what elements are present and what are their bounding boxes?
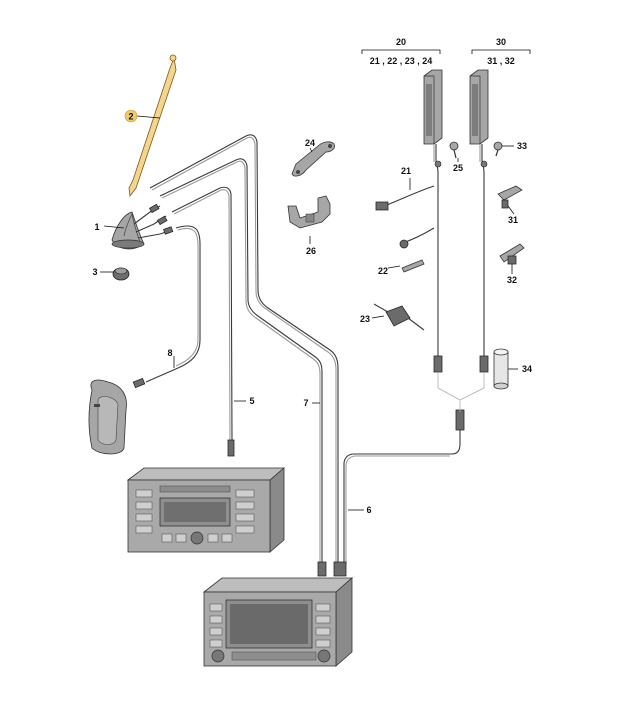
callout-3: 3 bbox=[92, 267, 97, 277]
callout-8: 8 bbox=[167, 348, 172, 358]
cylinder-34 bbox=[493, 348, 509, 390]
callout-1: 1 bbox=[94, 222, 99, 232]
connector-23 bbox=[373, 303, 425, 331]
callout-23: 23 bbox=[360, 314, 370, 324]
bracket-32 bbox=[499, 243, 525, 265]
bracket-24 bbox=[291, 141, 335, 177]
radio-unit bbox=[126, 467, 286, 553]
callout-33: 33 bbox=[517, 141, 527, 151]
cable-6 bbox=[149, 134, 461, 565]
callout-20: 20 bbox=[396, 37, 406, 47]
antenna-nut bbox=[112, 267, 130, 281]
leader-lines bbox=[100, 115, 518, 511]
callout-22: 22 bbox=[378, 266, 388, 276]
antenna-rod bbox=[128, 54, 177, 198]
holder-26 bbox=[287, 195, 331, 229]
bracket-31 bbox=[497, 185, 523, 209]
cable-end-connectors bbox=[317, 409, 465, 577]
cable-7 bbox=[159, 158, 323, 565]
group-bracket-20 bbox=[361, 49, 441, 54]
callout-21: 21 bbox=[401, 166, 411, 176]
callout-20-sub: 21 , 22 , 23 , 24 bbox=[370, 56, 433, 66]
antenna-base bbox=[111, 211, 145, 250]
callout-30-sub: 31 , 32 bbox=[487, 56, 515, 66]
callout-7: 7 bbox=[303, 398, 308, 408]
callout-2: 2 bbox=[128, 112, 133, 122]
antenna-amplifier-20 bbox=[423, 69, 443, 145]
callout-25: 25 bbox=[453, 163, 463, 173]
screw-33 bbox=[493, 141, 503, 157]
callout-24: 24 bbox=[305, 138, 315, 148]
callout-30: 30 bbox=[496, 37, 506, 47]
navigation-unit bbox=[202, 577, 354, 667]
antenna-amplifier-30 bbox=[469, 69, 489, 145]
cable-5 bbox=[171, 186, 235, 457]
callout-31: 31 bbox=[508, 215, 518, 225]
clip-22 bbox=[399, 227, 435, 273]
screw-25 bbox=[449, 141, 459, 159]
callout-2-ring bbox=[124, 109, 138, 123]
phone-cradle bbox=[88, 379, 127, 455]
cable-8 bbox=[132, 225, 201, 389]
callout-labels: 2 1 3 8 5 7 6 20 21 , 22 , 23 , 24 30 31… bbox=[92, 37, 532, 515]
callout-26: 26 bbox=[306, 246, 316, 256]
cable-tie-21 bbox=[375, 185, 435, 211]
callout-6: 6 bbox=[366, 505, 371, 515]
antenna-cables bbox=[133, 203, 174, 239]
right-cables bbox=[433, 144, 489, 412]
callout-32: 32 bbox=[507, 275, 517, 285]
callout-5: 5 bbox=[249, 396, 254, 406]
callout-34: 34 bbox=[522, 364, 532, 374]
group-bracket-30 bbox=[471, 49, 531, 54]
